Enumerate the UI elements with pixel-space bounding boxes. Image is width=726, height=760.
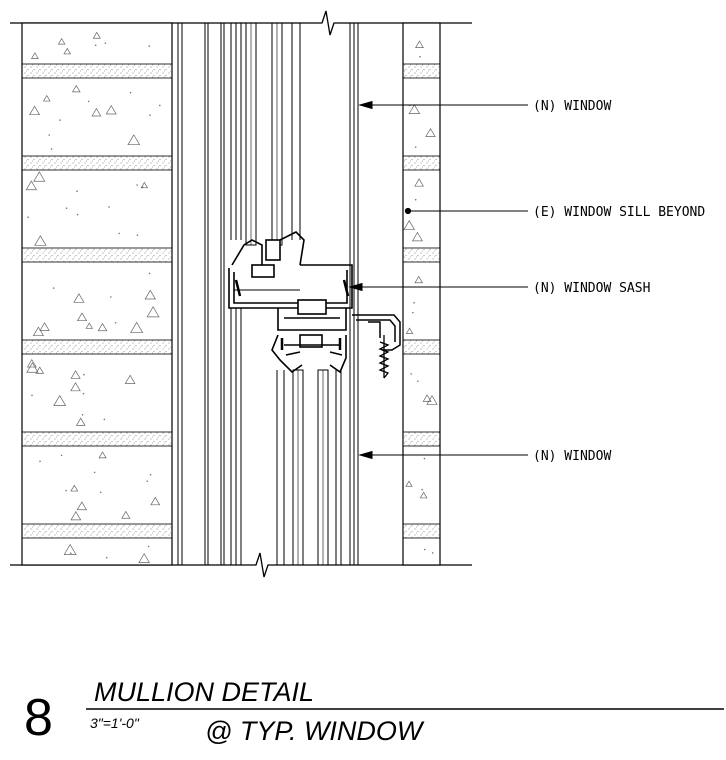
callout-label-window-sash: (N) WINDOW SASH [533,281,650,296]
callout-label-window-sill: (E) WINDOW SILL BEYOND [533,205,705,220]
sill-fastener [378,335,390,379]
upper-sash-extrusion [228,231,353,309]
detail-scale: 3"=1'-0" [90,715,140,731]
title-block: 8 MULLION DETAIL 3"=1'-0" @ TYP. WINDOW [24,677,724,747]
upper-glazing-unit [245,22,283,246]
window-frame-lines [177,23,359,565]
callout-leaders [348,100,528,460]
left-masonry-wall [21,22,173,566]
detail-title: MULLION DETAIL [94,677,314,707]
callout-label-window-top: (N) WINDOW [533,99,611,114]
right-masonry-wall [402,22,441,566]
detail-subtitle: @ TYP. WINDOW [205,716,425,746]
lower-glazing-unit [292,369,329,566]
callout-label-window-bottom: (N) WINDOW [533,449,611,464]
sill-trim [352,314,401,351]
lower-sash-extrusion [271,299,347,374]
detail-number: 8 [24,689,53,747]
